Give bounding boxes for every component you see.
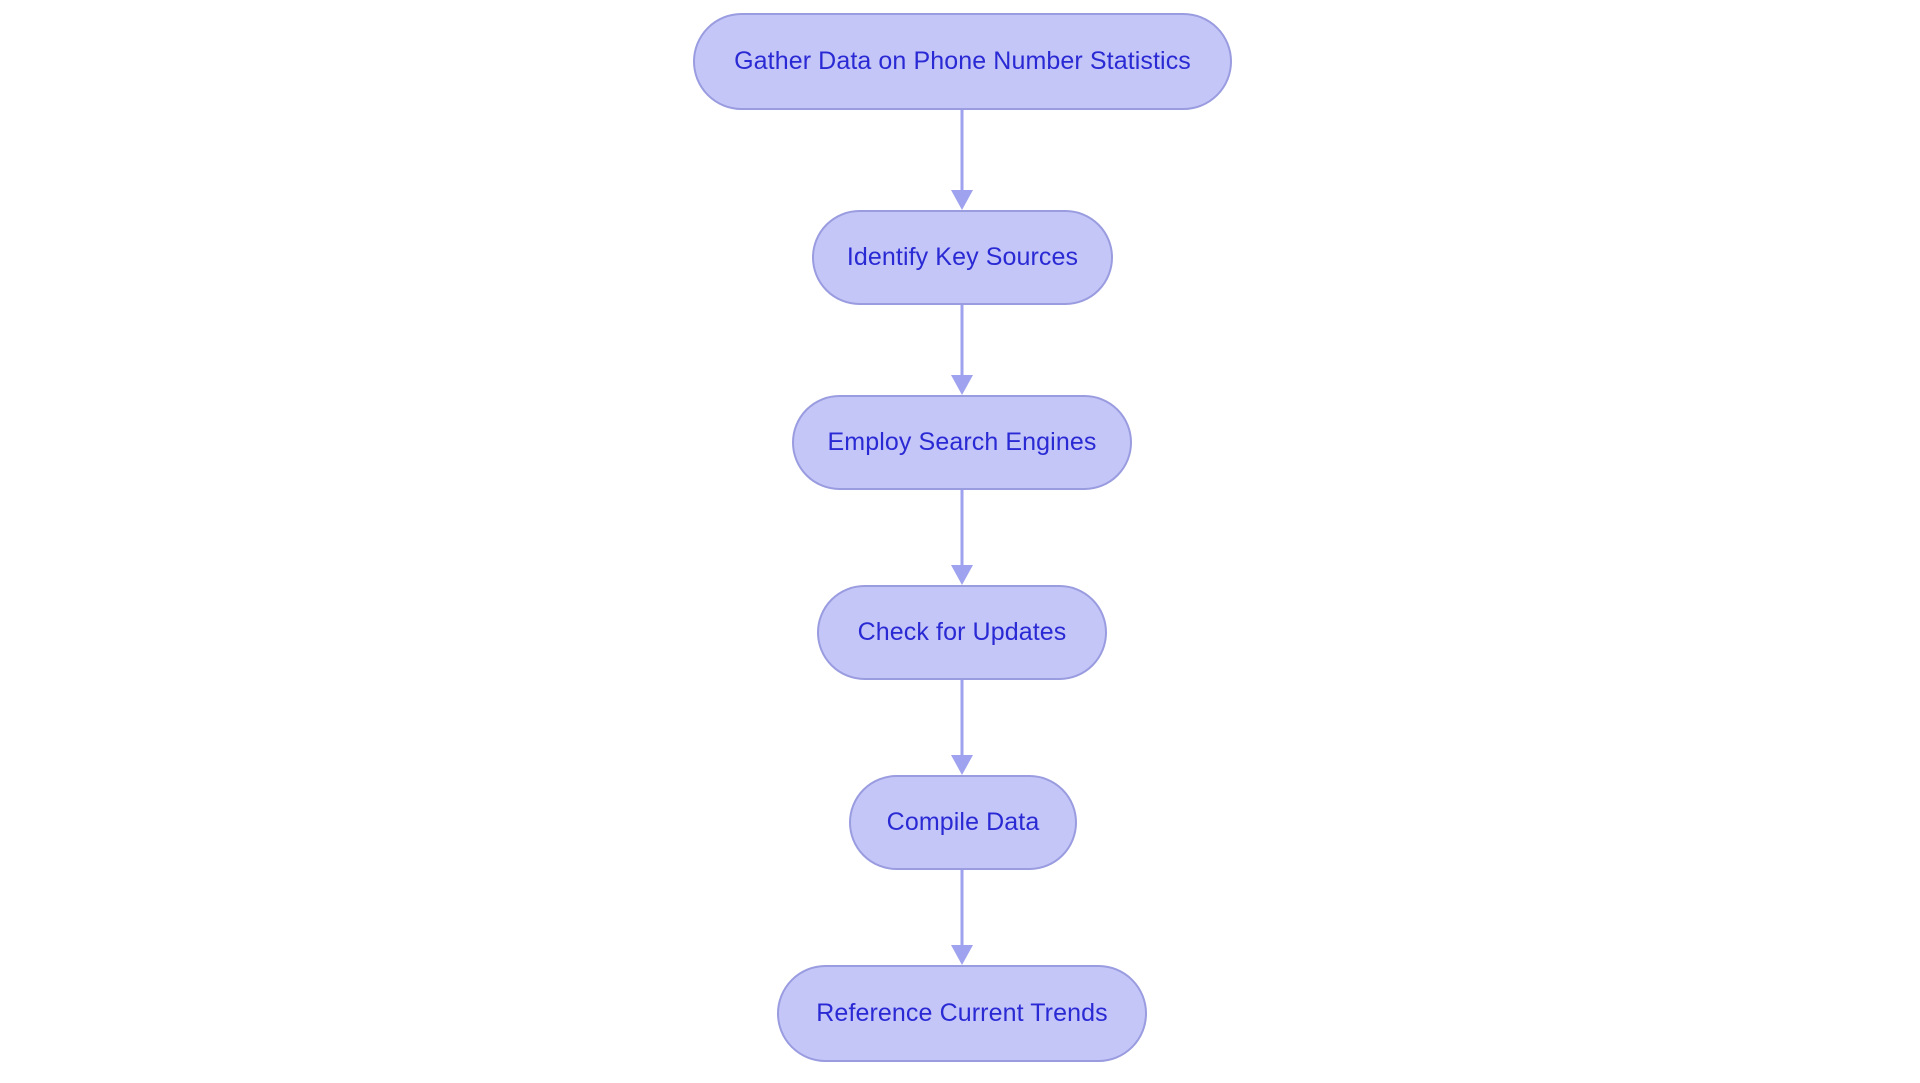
flow-node-identify-key-sources[interactable]: Identify Key Sources bbox=[812, 210, 1113, 305]
flow-node-label: Employ Search Engines bbox=[827, 428, 1097, 456]
arrow-down-icon bbox=[951, 755, 973, 775]
flow-node-check-for-updates[interactable]: Check for Updates bbox=[817, 585, 1107, 680]
connector-identify-key-sources-to-employ-search-engines bbox=[951, 305, 973, 395]
flow-node-label: Reference Current Trends bbox=[816, 999, 1108, 1027]
flow-node-label: Check for Updates bbox=[857, 618, 1067, 646]
flow-node-label: Gather Data on Phone Number Statistics bbox=[734, 47, 1191, 75]
arrow-down-icon bbox=[951, 565, 973, 585]
connector-line bbox=[960, 305, 964, 375]
connector-line bbox=[960, 490, 964, 565]
flow-node-compile-data[interactable]: Compile Data bbox=[849, 775, 1077, 870]
connector-line bbox=[960, 110, 964, 190]
flow-node-label: Identify Key Sources bbox=[846, 243, 1079, 271]
connector-employ-search-engines-to-check-for-updates bbox=[951, 490, 973, 585]
connector-check-for-updates-to-compile-data bbox=[951, 680, 973, 775]
connector-gather-data-to-identify-key-sources bbox=[951, 110, 973, 210]
arrow-down-icon bbox=[951, 190, 973, 210]
flow-node-reference-current-trends[interactable]: Reference Current Trends bbox=[777, 965, 1147, 1062]
arrow-down-icon bbox=[951, 945, 973, 965]
connector-line bbox=[960, 870, 964, 945]
flow-node-gather-data[interactable]: Gather Data on Phone Number Statistics bbox=[693, 13, 1232, 110]
flow-node-employ-search-engines[interactable]: Employ Search Engines bbox=[792, 395, 1132, 490]
connector-line bbox=[960, 680, 964, 755]
flow-node-label: Compile Data bbox=[886, 808, 1040, 836]
arrow-down-icon bbox=[951, 375, 973, 395]
connector-compile-data-to-reference-current-trends bbox=[951, 870, 973, 965]
